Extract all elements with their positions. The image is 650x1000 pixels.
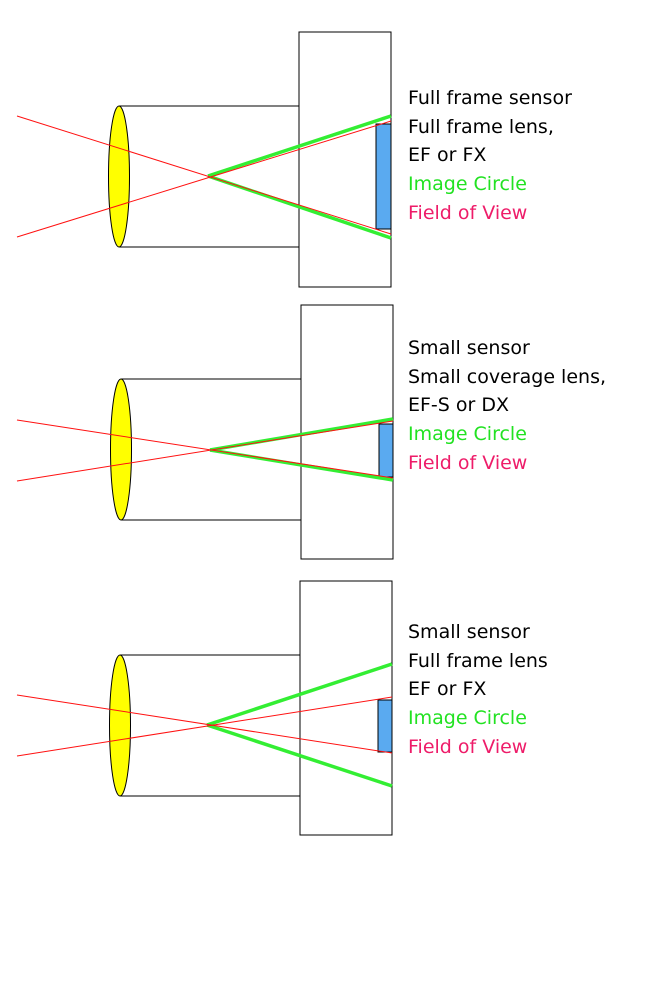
image-circle-legend: Image Circle (408, 423, 527, 446)
field-of-view-ray-lower (16, 115, 392, 235)
field-of-view-ray-upper (16, 420, 394, 482)
lens-type-label: Full frame lens, (408, 115, 554, 138)
lens-type-label: Full frame lens (408, 649, 548, 672)
field-of-view-ray-upper (16, 120, 392, 238)
image-circle-ray-upper (206, 662, 393, 727)
image-circle-legend: Image Circle (408, 707, 527, 730)
field-of-view-ray-upper (16, 696, 393, 757)
image-circle-ray-lower (209, 448, 394, 482)
sensor-type-label: Full frame sensor (408, 87, 572, 109)
image-circle-legend: Image Circle (408, 173, 527, 196)
mount-label: EF-S or DX (408, 394, 510, 417)
panel-crop-with-full-frame-lens (16, 580, 393, 836)
field-of-view-ray-lower (16, 419, 394, 479)
mount-label: EF or FX (408, 678, 487, 701)
sensor (375, 123, 392, 230)
caption-panel-1: Full frame sensor Full frame lens, EF or… (408, 84, 572, 228)
lens-element (110, 378, 132, 521)
mount-label: EF or FX (408, 144, 487, 167)
panel-full-frame (16, 31, 392, 288)
lens-type-label: Small coverage lens, (408, 365, 607, 388)
lens-barrel (120, 654, 300, 797)
field-of-view-legend: Field of View (408, 735, 528, 758)
field-of-view-legend: Field of View (408, 201, 528, 224)
sensor (378, 423, 394, 478)
caption-panel-3: Small sensor Full frame lens EF or FX Im… (408, 618, 548, 762)
sensor-type-label: Small sensor (408, 337, 530, 359)
panel-small-coverage (16, 304, 394, 560)
sensor (377, 699, 393, 753)
lens-barrel (119, 105, 299, 248)
lens-element (109, 654, 131, 797)
image-circle-ray-upper (207, 114, 392, 178)
lens-barrel (121, 378, 301, 521)
image-circle-ray-lower (206, 723, 393, 788)
field-of-view-ray-lower (16, 694, 393, 754)
caption-panel-2: Small sensor Small coverage lens, EF-S o… (408, 334, 606, 478)
lens-element (108, 105, 130, 248)
field-of-view-legend: Field of View (408, 451, 528, 474)
sensor-type-label: Small sensor (408, 621, 530, 643)
